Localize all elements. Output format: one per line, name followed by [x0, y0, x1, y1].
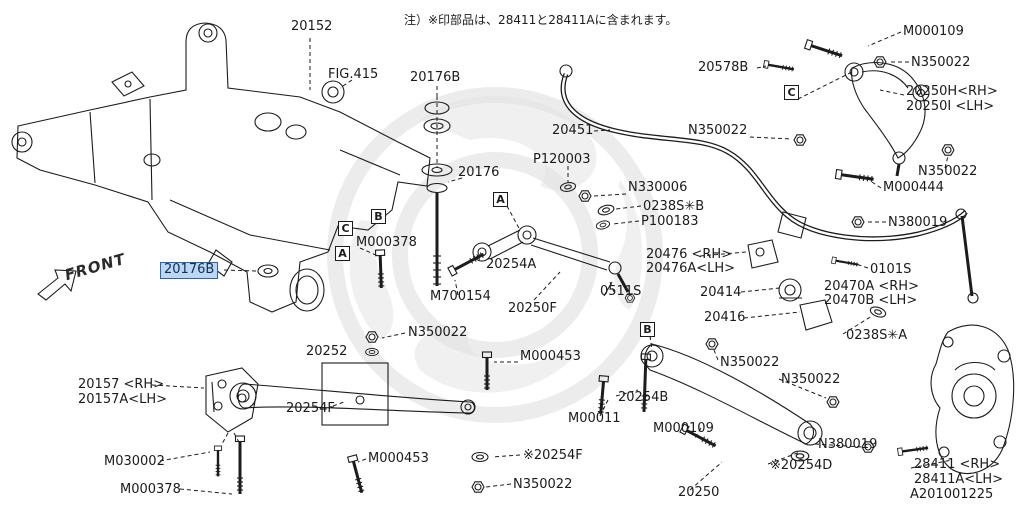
part-label-20254f: ※20254F — [523, 448, 583, 463]
part-label-20476-rh: 20476 <RH> — [646, 247, 733, 262]
part-label-0511s: 0511S — [600, 284, 642, 299]
part-label-20152: 20152 — [291, 19, 333, 34]
part-label-n330006: N330006 — [628, 180, 688, 195]
part-label-n380019: N380019 — [888, 215, 948, 230]
part-label-20250h-rh: 20250H<RH> — [906, 84, 998, 99]
damper-mount-drawing — [421, 96, 453, 286]
part-label-20157a-lh: 20157A<LH> — [78, 392, 168, 407]
part-label-28411-rh: 28411 <RH> — [914, 457, 1001, 472]
part-label-n350022: N350022 — [918, 164, 978, 179]
subframe-drawing — [11, 22, 431, 313]
part-label-20470b-lh: 20470B <LH> — [824, 293, 918, 308]
section-letter-a: A — [335, 246, 350, 261]
lower-arm-drawing — [594, 338, 840, 462]
note-text: 注）※印部品は、28411と28411Aに含まれます。 — [404, 13, 678, 27]
part-label-n350022: N350022 — [781, 372, 841, 387]
part-label-m000453: M000453 — [368, 451, 429, 466]
part-label-20250: 20250 — [678, 485, 720, 500]
part-label-n350022: N350022 — [911, 55, 971, 70]
part-label-20252: 20252 — [306, 344, 348, 359]
knuckle-drawing — [861, 324, 1015, 475]
part-label-20254f: 20254F — [286, 401, 335, 416]
drawing-number: A201001225 — [910, 487, 994, 502]
part-label-20250i-lh: 20250I <LH> — [906, 99, 995, 114]
part-label-n380019: N380019 — [818, 437, 878, 452]
part-label-20176b-highlighted[interactable]: 20176B — [160, 262, 219, 279]
part-label-20416: 20416 — [704, 310, 746, 325]
trailing-arm-drawing — [205, 331, 493, 496]
part-label-p100183: P100183 — [641, 214, 699, 229]
leader-lines — [151, 31, 953, 495]
part-label-m000378: M000378 — [120, 482, 181, 497]
part-label-m00011: M00011 — [568, 411, 621, 426]
part-label-20250f: 20250F — [508, 301, 557, 316]
part-label-m700154: M700154 — [430, 289, 491, 304]
section-letter-c: C — [784, 85, 799, 100]
front-arrow — [37, 269, 77, 301]
part-label-0101s: 0101S — [870, 262, 912, 277]
part-label-28411a-lh: 28411A<LH> — [914, 472, 1004, 487]
part-label-m000109: M000109 — [653, 421, 714, 436]
part-label-20254a: 20254A — [486, 257, 537, 272]
watermark-emblem — [327, 87, 663, 423]
section-letter-c: C — [338, 221, 353, 236]
part-label-20254b: 20254B — [618, 390, 669, 405]
part-label-20578b: 20578B — [698, 60, 749, 75]
part-label-20176b: 20176B — [410, 70, 461, 85]
part-label-m000453: M000453 — [520, 349, 581, 364]
part-label-20476a-lh: 20476A<LH> — [646, 261, 736, 276]
stabilizer-bar-drawing — [559, 64, 979, 331]
part-label-20451: 20451 — [552, 123, 594, 138]
part-label-20157-rh: 20157 <RH> — [78, 377, 165, 392]
section-letter-a: A — [493, 192, 508, 207]
section-letter-b: B — [371, 209, 386, 224]
part-label-m000378: M000378 — [356, 235, 417, 250]
part-label-20254d: ※20254D — [770, 458, 833, 473]
part-label-n350022: N350022 — [513, 477, 573, 492]
part-label-m030002: M030002 — [104, 454, 165, 469]
part-label-20176: 20176 — [458, 165, 500, 180]
section-letter-b: B — [640, 322, 655, 337]
part-label-n350022: N350022 — [688, 123, 748, 138]
part-label-m000109: M000109 — [903, 24, 964, 39]
part-label-20414: 20414 — [700, 285, 742, 300]
part-label-0238s-b: 0238S✳B — [643, 199, 705, 214]
part-label-fig-415: FIG.415 — [328, 67, 379, 82]
upper-arm-drawing — [762, 38, 955, 228]
part-label-20470a-rh: 20470A <RH> — [824, 279, 919, 294]
part-label-p120003: P120003 — [533, 152, 591, 167]
part-label-n350022: N350022 — [408, 325, 468, 340]
lateral-link-drawing — [374, 180, 636, 303]
part-label-n350022: N350022 — [720, 355, 780, 370]
part-label-0238s-a: 0238S✳A — [846, 328, 908, 343]
part-label-m000444: M000444 — [883, 180, 944, 195]
